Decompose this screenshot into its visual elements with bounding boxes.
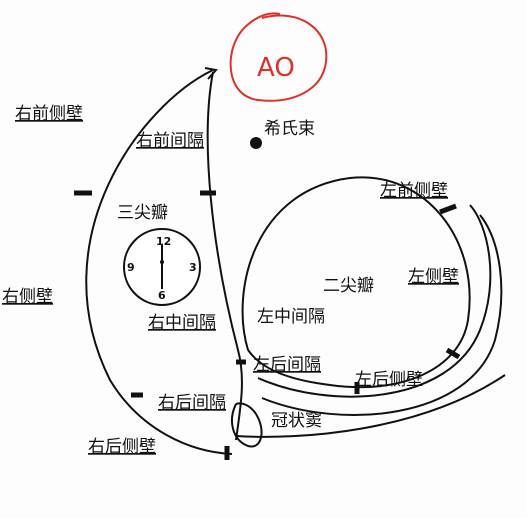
- coronary-sinus-line: [235, 374, 506, 438]
- his-bundle-dot: [250, 137, 262, 149]
- label-right-posterior-wall: 右后侧壁: [88, 437, 156, 457]
- annulus-arrow-head: [204, 67, 218, 80]
- label-left-wall: 左侧壁: [408, 267, 459, 287]
- clock-numeral-6: 6: [158, 289, 166, 302]
- clock-icon: 12 3 6 9: [123, 228, 201, 306]
- clock-numeral-12: 12: [156, 235, 171, 248]
- label-left-mid-septum: 左中间隔: [257, 307, 325, 327]
- tricuspid-annulus-outer: [85, 69, 233, 455]
- label-tricuspid: 三尖瓣: [117, 203, 168, 223]
- label-left-posterior-septum: 左后间隔: [253, 355, 321, 375]
- label-right-posterior-septum: 右后间隔: [158, 393, 226, 413]
- label-his-bundle: 希氏束: [264, 119, 315, 139]
- ao-label: AO: [257, 53, 295, 83]
- label-right-anterior-wall: 右前侧壁: [15, 104, 83, 124]
- label-right-mid-septum: 右中间隔: [148, 313, 216, 333]
- clock-numeral-3: 3: [189, 261, 197, 274]
- septal-line: [206, 71, 243, 441]
- ao-annotation-circle: [229, 12, 328, 102]
- label-left-posterior-wall: 左后侧壁: [355, 370, 423, 390]
- label-mitral: 二尖瓣: [323, 276, 374, 296]
- mitral-ring-inner: [241, 176, 471, 389]
- mitral-ring-middle: [257, 204, 492, 398]
- clock-numeral-9: 9: [127, 261, 135, 274]
- annulus-tick-marks: [74, 190, 461, 460]
- mitral-ring-outer: [261, 214, 503, 416]
- label-right-wall: 右侧壁: [2, 287, 53, 307]
- label-left-anterior-wall: 左前侧壁: [380, 181, 448, 201]
- label-coronary-sinus: 冠状窦: [271, 411, 322, 431]
- coronary-sinus-ostium: [231, 402, 263, 448]
- label-right-anterior-septum: 右前间隔: [136, 131, 204, 151]
